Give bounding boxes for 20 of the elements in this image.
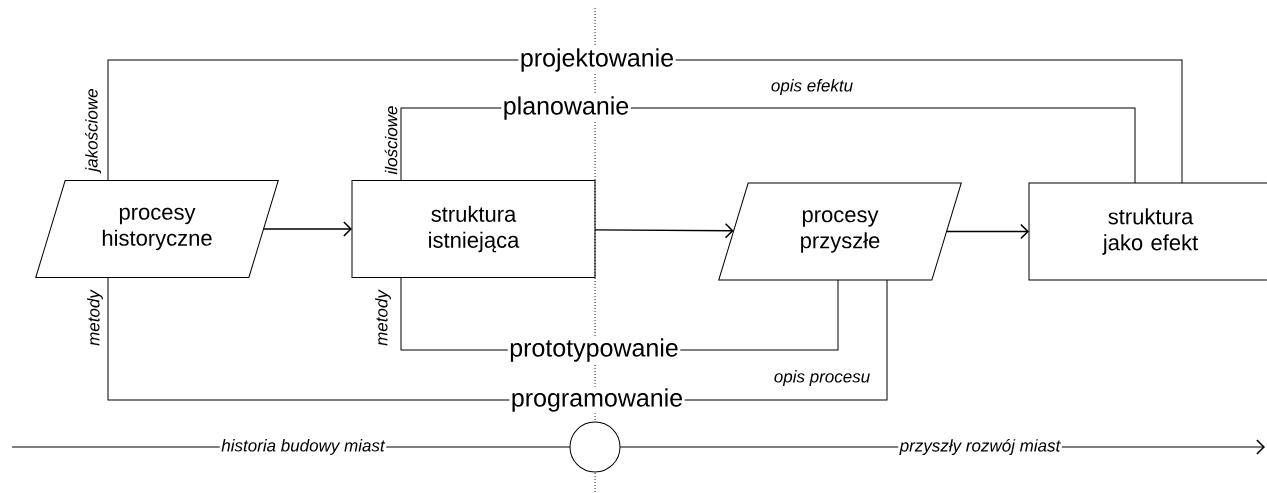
connector xyxy=(945,223,1029,240)
connector xyxy=(594,222,734,239)
edge-label: przyszły rozwój miast xyxy=(898,437,1062,457)
timeline-circle xyxy=(569,421,621,473)
edge-label: prototypowanie xyxy=(507,336,681,364)
edge-label: projektowanie xyxy=(518,46,676,74)
annotation: jakościowe xyxy=(85,89,102,174)
annotation: ilościowe xyxy=(384,106,398,175)
edge-label: programowanie xyxy=(509,386,685,414)
annotation: opis efektu xyxy=(771,79,853,95)
annotation: opis procesu xyxy=(774,370,870,386)
process-parallelogram: procesy przyszłe xyxy=(718,182,962,281)
annotation: metody xyxy=(87,289,103,346)
edge-label: planowanie xyxy=(501,94,631,122)
annotation: metody xyxy=(375,289,391,346)
process-parallelogram: procesy historyczne xyxy=(35,180,279,278)
edge-label: historia budowy miast xyxy=(219,437,387,457)
connector xyxy=(262,221,352,237)
structure-box: struktura istniejąca xyxy=(351,180,596,278)
structure-box: struktura jako efekt xyxy=(1028,182,1267,281)
